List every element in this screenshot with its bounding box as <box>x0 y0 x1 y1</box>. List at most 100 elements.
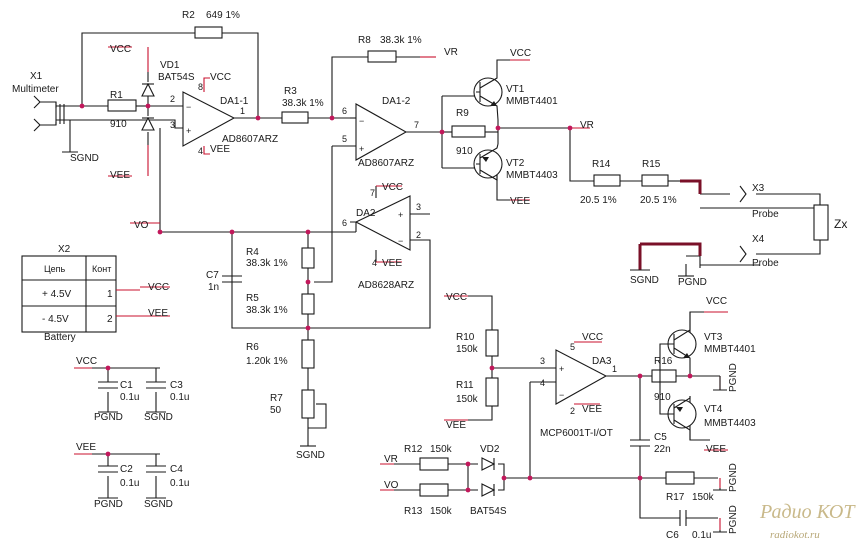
resistor-r12 <box>419 457 449 471</box>
power-stubs <box>74 46 728 530</box>
r4-value: 38.3k 1% <box>246 258 288 269</box>
c2-pgnd-net: PGND <box>94 499 123 510</box>
r11-vee-net: VEE <box>446 420 466 431</box>
da2-pin-out-num: 6 <box>342 218 347 228</box>
da3-vee-net: VEE <box>582 404 602 415</box>
vt2-part: MMBT4403 <box>506 170 558 181</box>
r7-sgnd-net: SGND <box>296 450 325 461</box>
r3-ref: R3 <box>284 86 297 97</box>
c4-ref: C4 <box>170 464 183 475</box>
da3-ref: DA3 <box>592 356 612 367</box>
x2-header-circuit: Цепь <box>44 264 66 274</box>
da1-1-plus-sign: + <box>186 126 191 136</box>
da2-minus-sign: − <box>398 236 403 246</box>
x4-name-label: Probe <box>752 258 779 269</box>
da2-part: AD8628ARZ <box>358 280 414 291</box>
da3-pin-out-num: 1 <box>612 364 617 374</box>
probe-sgnd-net: SGND <box>630 275 659 286</box>
r12-value: 150k <box>430 444 453 455</box>
c4-sgnd-net: SGND <box>144 499 173 510</box>
x2-row1-circuit: + 4.5V <box>42 289 72 300</box>
da2-pin-vee-num: 4 <box>372 258 377 268</box>
da2-plus-sign: + <box>398 210 403 220</box>
r8-value: 38.3k 1% <box>380 35 422 46</box>
r9-value: 910 <box>456 146 473 157</box>
da3-pin-plus-num: 3 <box>540 356 545 366</box>
r16-ref: R16 <box>654 356 673 367</box>
resistor-r11 <box>485 377 499 407</box>
vt3-vcc-net: VCC <box>706 296 727 307</box>
da1-1-pin-vcc-num: 8 <box>198 82 203 92</box>
x1-ref-label: X1 <box>30 71 43 82</box>
r14-value: 20.5 1% <box>580 195 617 206</box>
c3-ref: C3 <box>170 380 183 391</box>
r7-value: 50 <box>270 405 282 416</box>
c4-value: 0.1u <box>170 478 189 489</box>
r8-vr-net: VR <box>444 47 458 58</box>
da1-1-pin-out-num: 1 <box>240 106 245 116</box>
vt4-vee-net: VEE <box>706 444 726 455</box>
capacitor-c4 <box>146 465 166 473</box>
x1-name-label: Multimeter <box>12 84 59 95</box>
c6-pgnd-net: PGND <box>728 505 739 534</box>
cap-vee-net: VEE <box>76 442 96 453</box>
r13-value: 150k <box>430 506 453 517</box>
c1-pgnd-net: PGND <box>94 412 123 423</box>
resistor-r15 <box>641 174 669 187</box>
r12-vr-net: VR <box>384 454 398 465</box>
resistor-r7 <box>301 389 315 419</box>
r17-pgnd-net: PGND <box>728 463 739 492</box>
impedance-zx <box>813 204 829 241</box>
vd1-vcc-net: VCC <box>110 44 131 55</box>
opamp-triangles <box>182 91 608 405</box>
junction-dots <box>79 103 693 493</box>
da1-1-ref: DA1-1 <box>220 96 249 107</box>
da2-vee-net: VEE <box>382 258 402 269</box>
resistor-r8 <box>367 50 397 63</box>
resistor-r2 <box>194 26 223 39</box>
da2-pin-plus-num: 3 <box>416 202 421 212</box>
c6-ref: C6 <box>666 530 679 541</box>
r14-ref: R14 <box>592 159 611 170</box>
resistor-r5 <box>301 293 315 315</box>
r10-vcc-net: VCC <box>446 292 467 303</box>
da3-part: MCP6001T-I/OT <box>540 428 613 439</box>
probe-buses <box>638 179 702 270</box>
vd2-part: BAT54S <box>470 506 507 517</box>
da1-1-vee-net: VEE <box>210 144 230 155</box>
watermark-site: radiokot.ru <box>770 529 820 541</box>
c2-value: 0.1u <box>120 478 139 489</box>
resistor-r16 <box>651 369 677 383</box>
da1-1-vcc-net: VCC <box>210 72 231 83</box>
r17-value: 150k <box>692 492 715 503</box>
resistor-r14 <box>593 174 621 187</box>
r1-value: 910 <box>110 119 127 130</box>
r11-value: 150k <box>456 394 479 405</box>
vt4-part: MMBT4403 <box>704 418 756 429</box>
resistor-r3 <box>281 111 309 124</box>
vt3-part: MMBT4401 <box>704 344 756 355</box>
da1-1-pin-vee-num: 4 <box>198 146 203 156</box>
r2-ref: R2 <box>182 10 195 21</box>
r16-value: 910 <box>654 392 671 403</box>
out-vr-net: VR <box>580 120 594 131</box>
da1-1-pin-minus-num: 2 <box>170 94 175 104</box>
r15-value: 20.5 1% <box>640 195 677 206</box>
opamp-da2 <box>354 195 411 251</box>
da3-plus-sign: + <box>559 364 564 374</box>
x2-ref-label: X2 <box>58 244 71 255</box>
r4-ref: R4 <box>246 247 259 258</box>
da1-2-pin-minus-num: 6 <box>342 106 347 116</box>
r17-ref: R17 <box>666 492 685 503</box>
da1-2-part: AD8607ARZ <box>358 158 414 169</box>
r2-value: 649 1% <box>206 10 240 21</box>
r12-ref: R12 <box>404 444 423 455</box>
r13-vo-net: VO <box>384 480 399 491</box>
ground-symbols <box>62 150 727 533</box>
resistor-bodies <box>107 26 829 497</box>
x2-row1-contact: 1 <box>107 289 113 300</box>
x4-ref-label: X4 <box>752 234 765 245</box>
x3-name-label: Probe <box>752 209 779 220</box>
opamp-da3 <box>555 349 608 405</box>
